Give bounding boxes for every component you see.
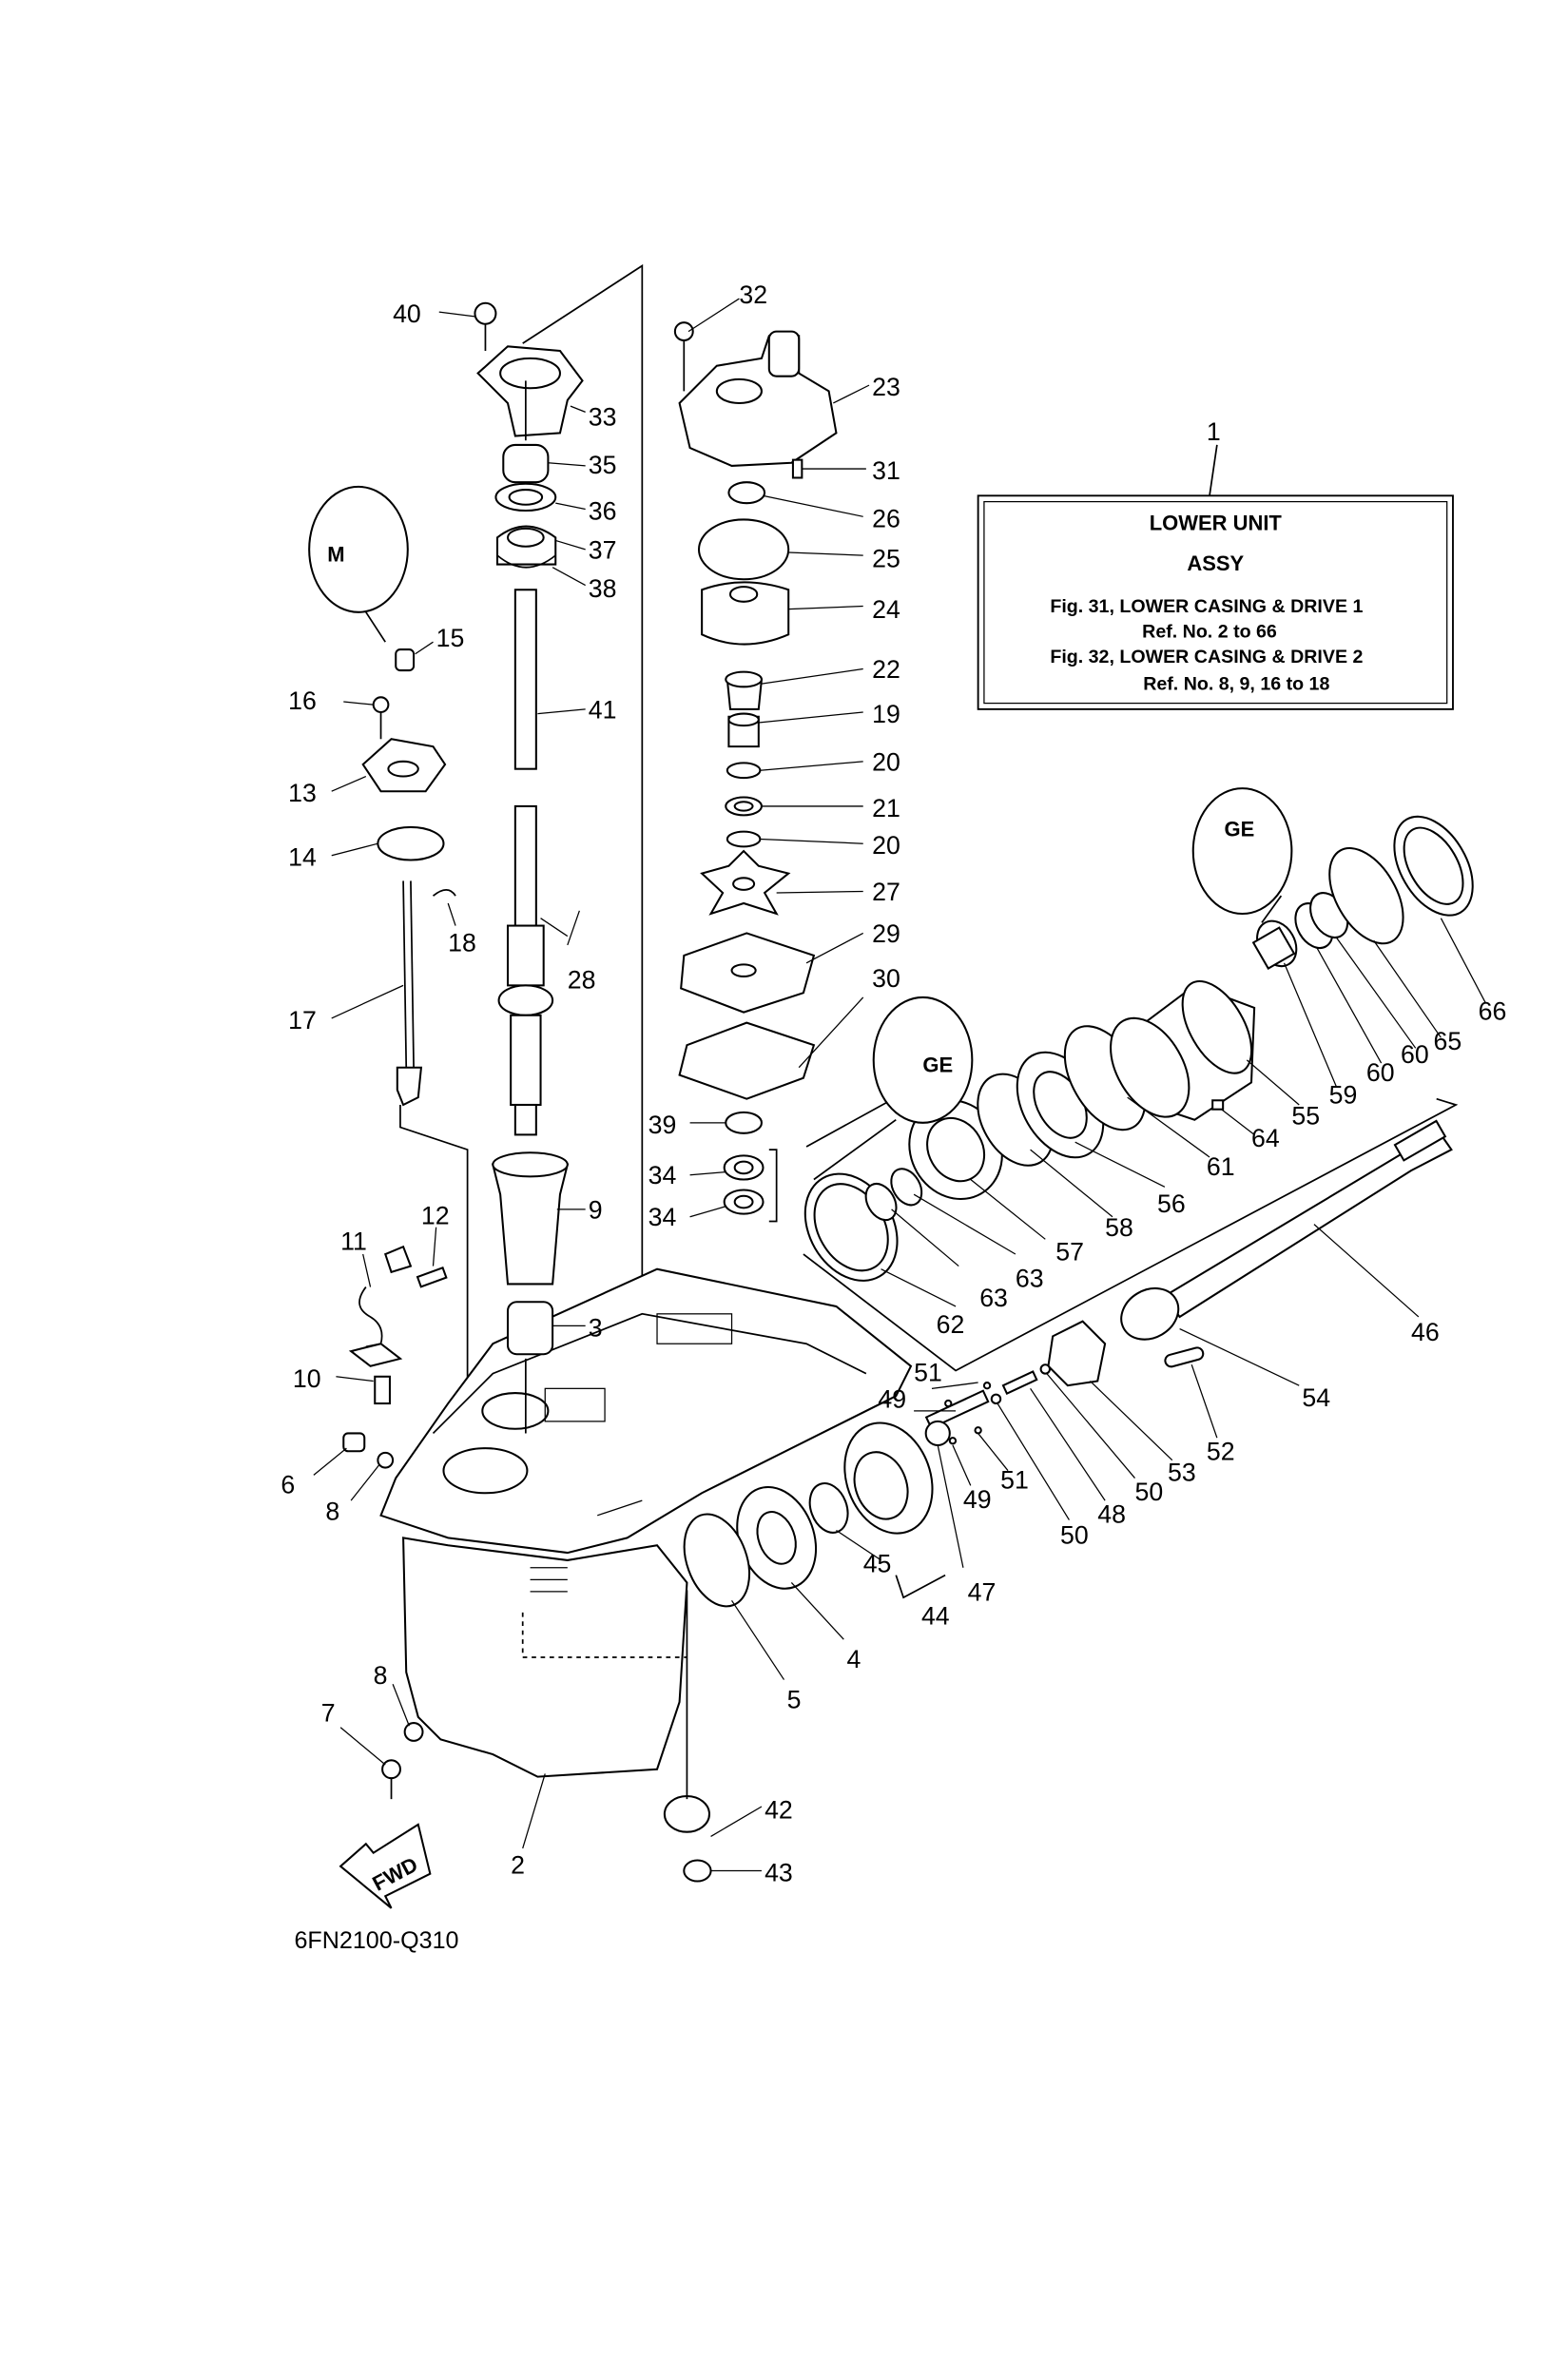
callout-14: 14 (288, 843, 317, 872)
callout-20-b: 20 (872, 831, 900, 860)
callout-29: 29 (872, 919, 900, 948)
callout-23: 23 (872, 373, 900, 401)
callout-20-a: 20 (872, 747, 900, 776)
callout-39: 39 (648, 1111, 677, 1139)
callout-35: 35 (589, 451, 617, 479)
callout-leader-lines (313, 298, 1487, 1872)
callout-54: 54 (1302, 1383, 1330, 1412)
callout-46: 46 (1411, 1318, 1440, 1346)
callout-66: 66 (1479, 996, 1507, 1025)
callout-42: 42 (765, 1796, 793, 1825)
box-line-4: Ref. No. 8, 9, 16 to 18 (1143, 673, 1329, 694)
callout-17: 17 (288, 1006, 317, 1034)
group-boundary-lines (399, 263, 1459, 1426)
callout-31: 31 (872, 456, 900, 485)
shift-rod-parts (342, 648, 456, 1800)
callout-52: 52 (1207, 1438, 1235, 1466)
callout-41: 41 (589, 695, 617, 724)
callout-16: 16 (288, 686, 317, 715)
callout-8-b: 8 (374, 1661, 388, 1690)
callout-34-a: 34 (648, 1161, 677, 1189)
callout-60-a: 60 (1366, 1058, 1395, 1087)
callout-55: 55 (1291, 1101, 1320, 1130)
callout-28: 28 (568, 966, 596, 995)
callout-50-b: 50 (1135, 1478, 1164, 1506)
forward-direction-arrow: FWD (339, 1823, 432, 1909)
callout-6: 6 (281, 1470, 295, 1499)
callout-5: 5 (787, 1685, 802, 1713)
callout-4: 4 (846, 1645, 861, 1673)
callout-12: 12 (421, 1202, 450, 1230)
callout-25: 25 (872, 545, 900, 573)
callout-34-b: 34 (648, 1203, 677, 1231)
callout-57: 57 (1055, 1237, 1084, 1266)
callout-44: 44 (921, 1601, 950, 1630)
callout-27: 27 (872, 878, 900, 906)
callout-62: 62 (937, 1310, 965, 1339)
callout-61: 61 (1207, 1152, 1235, 1181)
box-line-1: Fig. 31, LOWER CASING & DRIVE 1 (1050, 596, 1363, 617)
lubricant-callout-bubbles: M GE GE (308, 485, 1293, 1181)
callout-38: 38 (589, 574, 617, 603)
callout-63-b: 63 (1016, 1265, 1044, 1293)
callout-58: 58 (1105, 1213, 1133, 1242)
callout-37: 37 (589, 535, 617, 564)
callout-9: 9 (589, 1195, 603, 1224)
callout-63-a: 63 (979, 1284, 1008, 1312)
lower-casing-part-2 (379, 1267, 913, 1778)
box-subtitle: ASSY (1187, 551, 1244, 575)
water-pump-stack (673, 321, 838, 1223)
callout-64: 64 (1251, 1124, 1280, 1152)
figure-code: 6FN2100-Q310 (294, 1927, 458, 1954)
callout-11: 11 (340, 1227, 367, 1255)
callout-50-a: 50 (1060, 1521, 1089, 1550)
callout-48: 48 (1097, 1500, 1126, 1529)
callout-59: 59 (1329, 1080, 1358, 1109)
callout-7: 7 (321, 1699, 336, 1728)
box-line-2: Ref. No. 2 to 66 (1142, 621, 1277, 642)
box-line-3: Fig. 32, LOWER CASING & DRIVE 2 (1050, 647, 1363, 667)
callout-19: 19 (872, 700, 900, 728)
box-title: LOWER UNIT (1150, 511, 1283, 534)
callout-10: 10 (293, 1364, 321, 1393)
propeller-shaft-parts (663, 815, 1474, 1883)
callout-47: 47 (968, 1577, 997, 1606)
callout-3: 3 (589, 1313, 603, 1342)
callout-33: 33 (589, 403, 617, 432)
callout-45: 45 (863, 1549, 892, 1577)
drive-shaft-stack (474, 301, 584, 1434)
callout-13: 13 (288, 779, 317, 807)
callout-21: 21 (872, 794, 900, 822)
callout-56: 56 (1157, 1189, 1186, 1218)
grease-symbol-c: GE (1225, 817, 1255, 841)
callout-1: 1 (1207, 417, 1221, 446)
grease-symbol-b: GE (922, 1053, 953, 1076)
callout-22: 22 (872, 655, 900, 684)
callout-18: 18 (448, 928, 476, 957)
callout-53: 53 (1168, 1459, 1196, 1487)
callout-24: 24 (872, 595, 900, 624)
callout-51-a: 51 (914, 1358, 942, 1386)
callout-49-a: 49 (878, 1385, 906, 1414)
callout-40: 40 (393, 300, 421, 328)
callout-32: 32 (739, 280, 767, 309)
callout-43: 43 (765, 1859, 793, 1887)
assembly-info-box: LOWER UNIT ASSY Fig. 31, LOWER CASING & … (977, 444, 1454, 710)
callout-49-b: 49 (963, 1485, 992, 1514)
callout-36: 36 (589, 496, 617, 525)
callout-65: 65 (1434, 1027, 1462, 1055)
callout-30: 30 (872, 964, 900, 993)
callout-60-b: 60 (1401, 1040, 1429, 1069)
callout-2: 2 (511, 1851, 525, 1880)
callout-numbers: 40 33 35 36 37 38 41 28 9 3 32 23 31 26 … (281, 280, 1506, 1887)
callout-15: 15 (436, 624, 465, 652)
callout-26: 26 (872, 504, 900, 532)
grease-symbol-a: M (327, 542, 344, 566)
callout-8-a: 8 (325, 1498, 339, 1526)
callout-51-b: 51 (1000, 1466, 1029, 1495)
